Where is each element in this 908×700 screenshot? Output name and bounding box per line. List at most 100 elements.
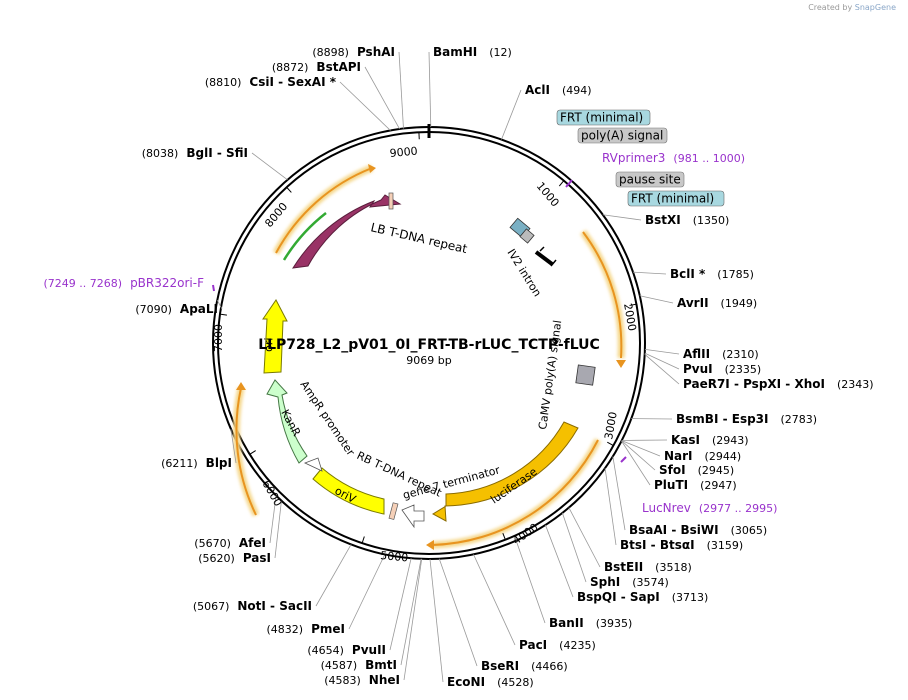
site-leader-line <box>621 440 651 486</box>
feature-camv-polya <box>575 364 596 386</box>
primer-marker-pbr322 <box>212 284 215 292</box>
feature-iv2-ends <box>539 246 557 267</box>
restriction-site-label: BseRI (4466) <box>481 659 568 673</box>
site-name: NarI <box>664 449 693 463</box>
site-leader-line <box>438 558 478 667</box>
tick-mark <box>286 186 292 193</box>
site-leader-line <box>473 554 516 646</box>
site-position: (1949) <box>721 297 758 310</box>
site-leader-line <box>621 440 661 457</box>
site-position: (8810) <box>205 76 242 89</box>
site-position: (2943) <box>712 434 749 447</box>
site-position: (8872) <box>272 61 309 74</box>
site-leader-line <box>644 352 680 370</box>
restriction-site-label: SfoI(2945) <box>659 463 734 477</box>
primer-name: RVprimer3 <box>602 151 665 165</box>
site-name: AflII <box>683 347 710 361</box>
orf-arrowhead-1 <box>616 360 626 368</box>
primer-marker-lucnrev <box>620 456 627 463</box>
orf-arrowhead-3 <box>236 382 246 390</box>
site-leader-line <box>501 89 522 140</box>
site-name: SfoI <box>659 463 686 477</box>
tick-label: 3000 <box>602 411 620 441</box>
restriction-site-label: SphI(3574) <box>590 575 669 589</box>
primer-label-lucnrev: LucNrev (2977 .. 2995) <box>642 501 777 515</box>
restriction-site-label: (8898)PshAI <box>312 45 395 59</box>
site-name: BamHI <box>433 45 477 59</box>
restriction-site-label: (4583)NheI <box>324 673 400 687</box>
tick-label: 1000 <box>534 180 562 210</box>
site-leader-line <box>561 512 587 583</box>
tick-label: 7000 <box>212 324 225 352</box>
site-name: PvuII <box>352 643 386 657</box>
restriction-site-label: (7090)ApaLI <box>135 302 218 316</box>
feature-lb-tdna <box>388 192 394 210</box>
orf-arrowhead-2 <box>426 540 434 550</box>
boxed-label-frt-1: FRT (minimal) <box>560 111 643 125</box>
restriction-site-label: BsaAI - BsiWI(3065) <box>629 523 767 537</box>
boxed-label-pause: pause site <box>619 173 681 187</box>
site-name: BtsI - BtsαI <box>620 538 695 552</box>
tick-mark <box>249 450 256 455</box>
restriction-site-label: BanII(3935) <box>549 616 632 630</box>
site-leader-line <box>639 295 674 304</box>
boxed-label-bg <box>577 127 668 144</box>
tick-label: 5000 <box>380 549 409 564</box>
site-name: AfeI <box>239 536 266 550</box>
site-position: (1785) <box>717 268 754 281</box>
boxed-label-polya: poly(A) signal <box>581 129 663 143</box>
primer-name: LucNrev <box>642 501 691 515</box>
restriction-site-labels: BamHI(12)AclI(494)BstXI(1350)BclI *(1785… <box>135 45 873 689</box>
primer-label-rvprimer3: RVprimer3(981 .. 1000) <box>602 151 745 165</box>
restriction-site-label: (4832)PmeI <box>267 622 345 636</box>
boxed-label-bg <box>615 171 685 188</box>
site-name: BstEII <box>604 560 643 574</box>
site-name: BsmBI - Esp3I <box>676 412 768 426</box>
restriction-site-label: EcoNI(4528) <box>447 675 534 689</box>
plasmid-size: 9069 bp <box>406 354 451 367</box>
feature-luciferase <box>431 421 579 522</box>
restriction-site-label: (5067)NotI - SacII <box>193 599 312 613</box>
tick-mark <box>629 303 637 306</box>
feature-rb-tdna <box>388 502 399 520</box>
tick-mark <box>361 536 365 544</box>
site-position: (4528) <box>497 676 534 689</box>
restriction-site-label: (4587)BmtI <box>321 658 397 672</box>
site-name: AvrII <box>677 296 709 310</box>
site-name: BstAPI <box>316 60 361 74</box>
site-position: (4466) <box>531 660 568 673</box>
site-position: (2944) <box>705 450 742 463</box>
tick-label: 2000 <box>621 302 639 332</box>
orf-arc-glow <box>232 387 260 517</box>
site-name: BseRI <box>481 659 519 673</box>
site-position: (4654) <box>307 644 344 657</box>
site-position: (2343) <box>837 378 874 391</box>
site-leader-line <box>633 271 667 275</box>
site-position: (5620) <box>198 552 235 565</box>
primer-label-pbr322: (7249 .. 7268) pBR322ori-F <box>44 276 205 290</box>
plasmid-name: LLP728_L2_pV01_0I_FRT-TB-rLUC_TCTP-fLUC <box>258 337 600 353</box>
site-leader-line <box>364 66 400 130</box>
label-ori: ori <box>262 337 275 352</box>
site-position: (12) <box>489 46 512 59</box>
label-camv-polya: CaMV poly(A) signal <box>536 319 564 430</box>
site-name: BmtI <box>365 658 397 672</box>
restriction-site-label: (5670)AfeI <box>194 536 266 550</box>
site-leader-line <box>621 440 656 471</box>
primer-range: (2977 .. 2995) <box>699 502 778 515</box>
site-name: KasI <box>671 433 700 447</box>
boxed-label-frt-2: FRT (minimal) <box>631 192 714 206</box>
site-leader-line <box>604 468 617 546</box>
feature-ampr-promoter <box>303 457 323 472</box>
feature-oriV <box>312 467 385 515</box>
restriction-site-label: PaeR7I - PspXI - XhoI(2343) <box>683 377 874 391</box>
site-position: (6211) <box>161 457 198 470</box>
primer-range: (7249 .. 7268) <box>44 277 123 290</box>
site-leader-line <box>602 214 642 221</box>
primer-name: pBR322ori-F <box>130 276 204 290</box>
restriction-site-label: AvrII (1949) <box>677 296 757 310</box>
site-position: (5067) <box>193 600 230 613</box>
site-leader-line <box>568 507 601 568</box>
tick-mark <box>607 441 614 447</box>
